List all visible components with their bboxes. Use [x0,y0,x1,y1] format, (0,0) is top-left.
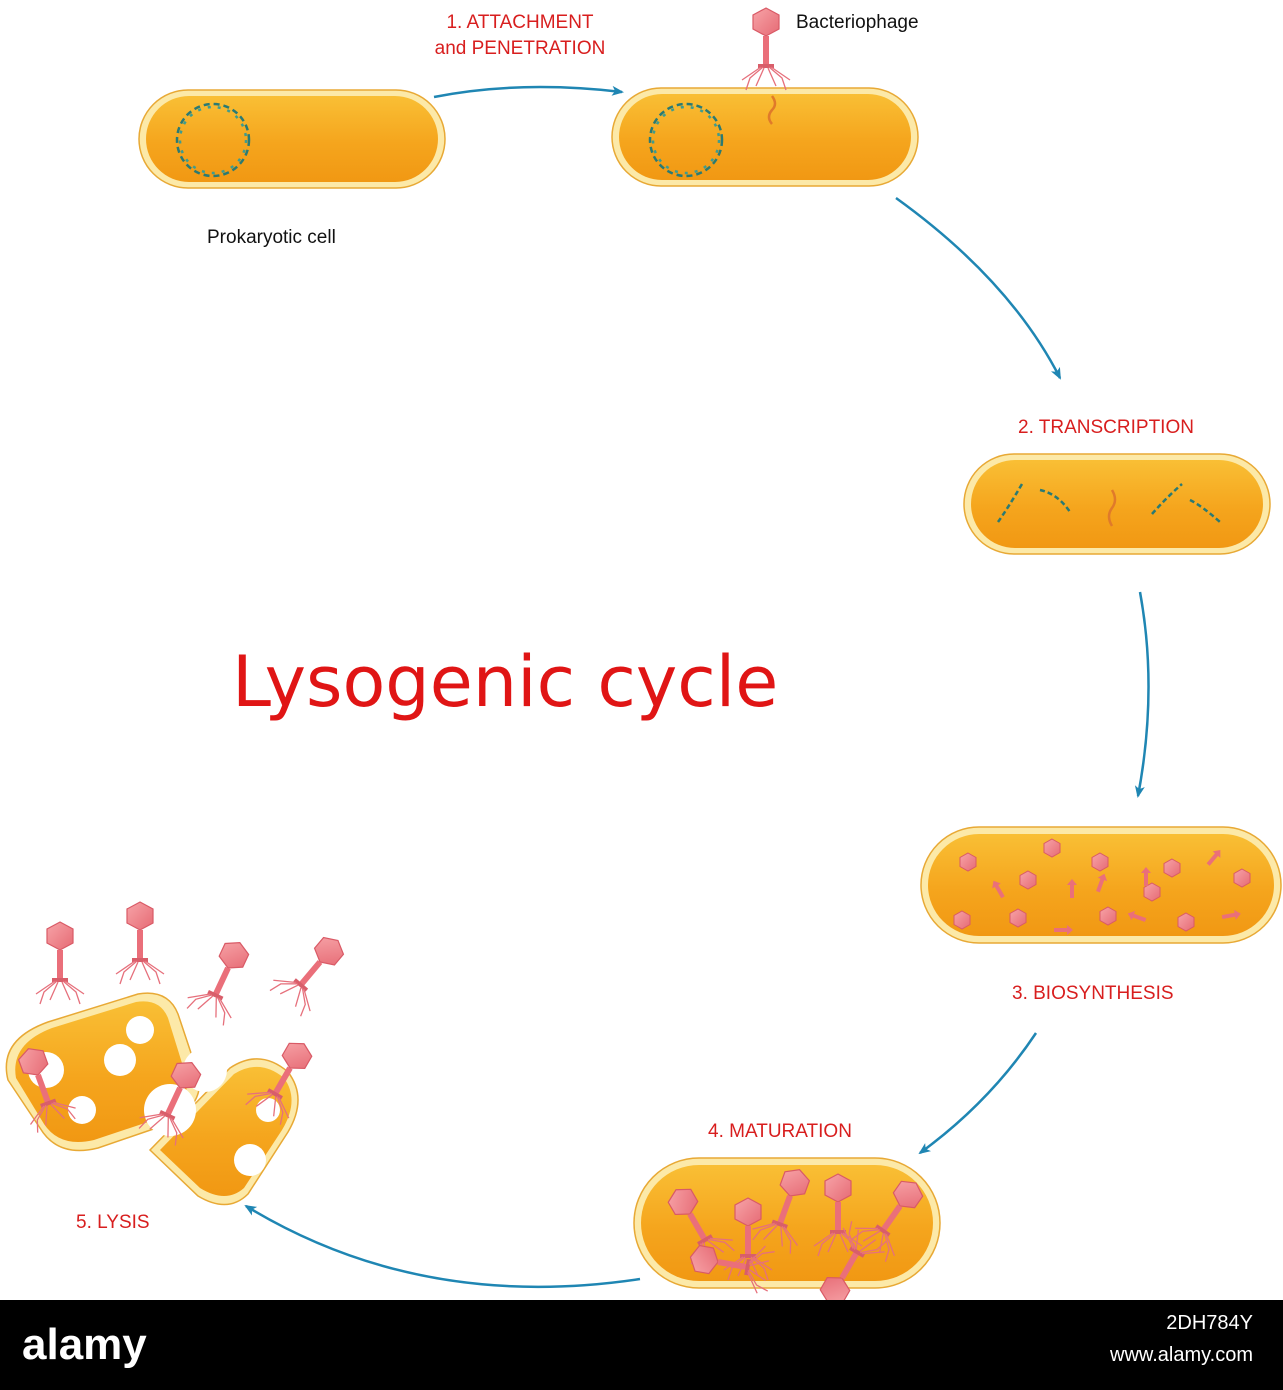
prokaryotic-cell-label: Prokaryotic cell [207,227,336,248]
phage-dna-icon [767,95,777,125]
attachment-cell [611,7,919,187]
arrow-cell-to-attachment [433,85,624,99]
step-1-label-line1: 1. ATTACHMENT [446,12,593,33]
footer-brand: alamy [22,1320,147,1369]
watermark-footer: alamy 2DH784Y www.alamy.com [0,1300,1283,1390]
lysis-cell [5,992,299,1206]
step-3-label: 3. BIOSYNTHESIS [1012,983,1174,1004]
step-5-label: 5. LYSIS [76,1212,150,1233]
lysogenic-cycle-diagram: Prokaryotic cell Bacteriophage [5,7,1282,1300]
circular-dna-icon [648,102,724,178]
arrow-biosynthesis-to-maturation [918,1032,1038,1155]
step-4-label: 4. MATURATION [708,1121,852,1142]
arrow-maturation-to-lysis [244,1204,641,1289]
transcription-cell [963,453,1271,555]
dna-fragment-icon [996,483,1221,523]
arrow-transcription-to-biosynthesis [1134,591,1150,798]
footer-url: www.alamy.com [1110,1344,1253,1366]
diagram-title: Lysogenic cycle [232,641,778,723]
footer-image-id: 2DH784Y [1166,1312,1253,1334]
step-2-label: 2. TRANSCRIPTION [1018,417,1194,438]
circular-dna-icon [175,102,251,178]
biosynthesis-cell [920,826,1282,944]
arrow-attachment-to-transcription [895,196,1062,380]
bacteriophage-label: Bacteriophage [796,12,919,33]
step-1-label-line2: and PENETRATION [435,38,606,59]
prokaryotic-cell [138,89,446,189]
bacteriophage-icon [741,7,791,91]
phage-dna-icon [1107,489,1117,527]
maturation-cell [633,1157,941,1300]
